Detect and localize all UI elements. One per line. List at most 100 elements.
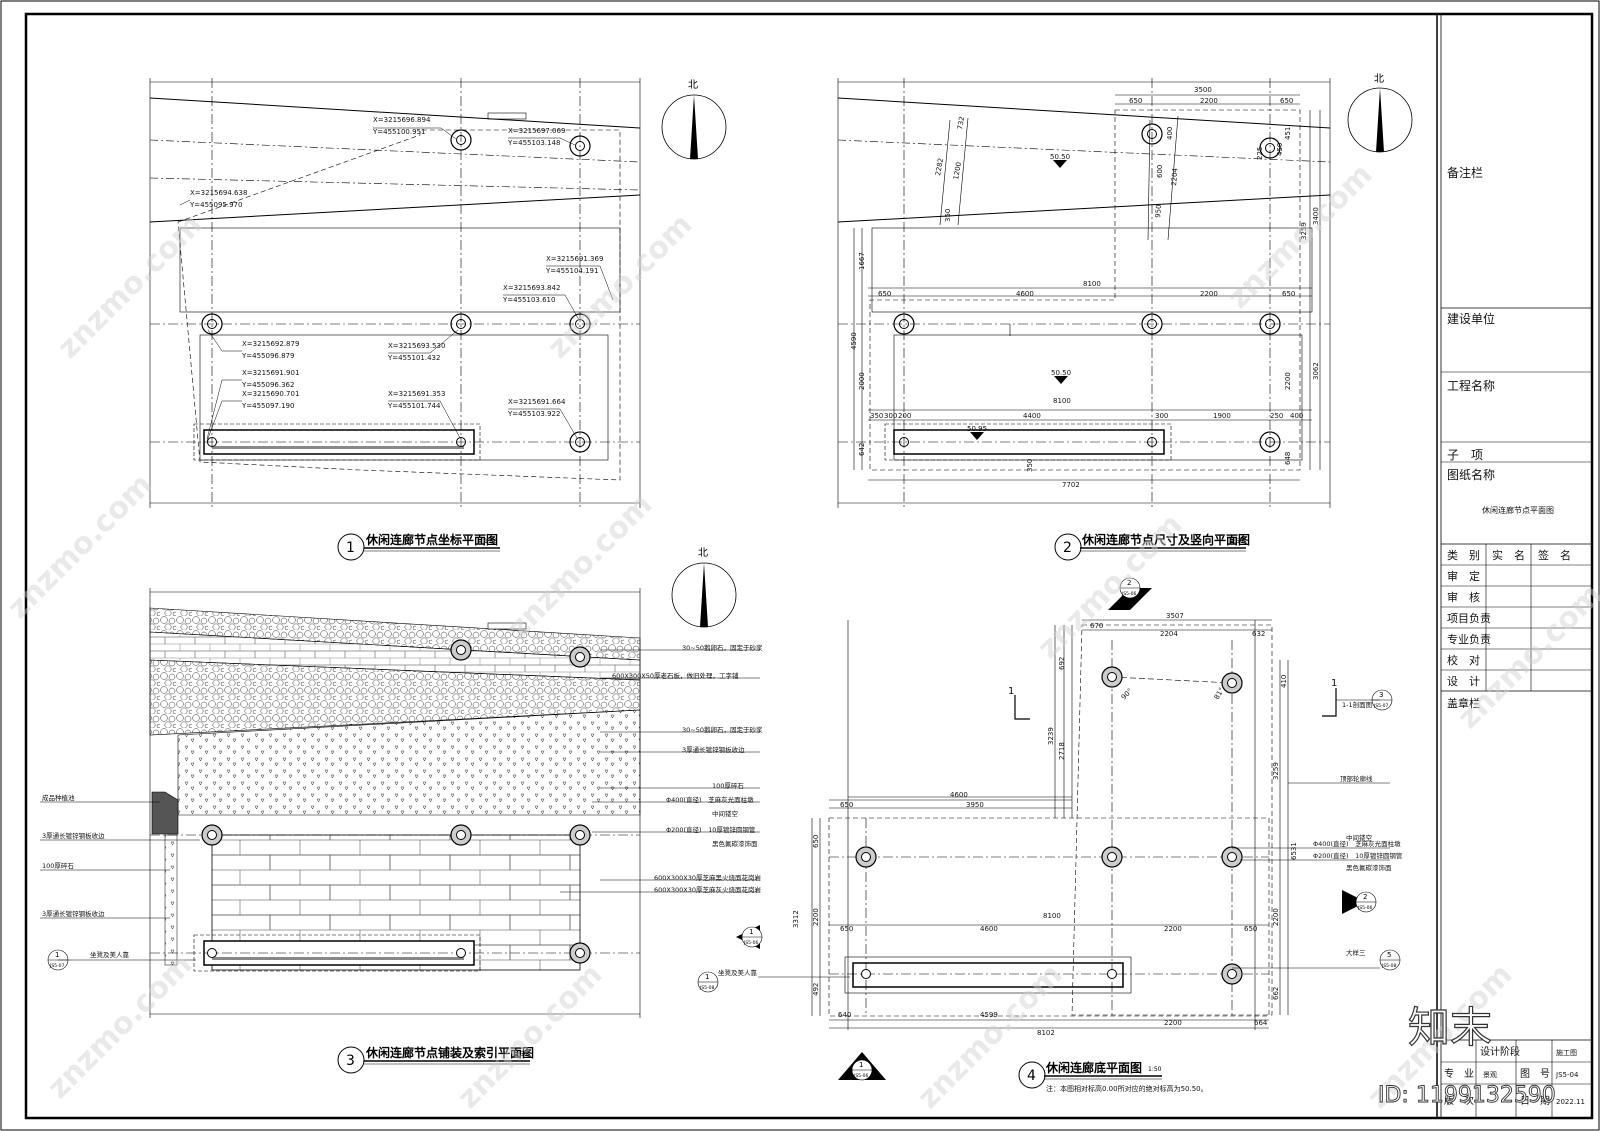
dim2-diag-c: 1200 xyxy=(952,161,963,180)
sub-item-label: 子 项 xyxy=(1447,448,1483,462)
dim2-left-c: 4590 xyxy=(850,332,858,350)
project-name-label: 工程名称 xyxy=(1447,378,1495,393)
label3-l1: 3厚通长镀锌钢板收边 xyxy=(42,831,105,840)
dim4-top-total: 3507 xyxy=(1166,612,1184,620)
view-title-3: 3 休闲连廊节点铺装及索引平面图 1:50 xyxy=(337,1045,534,1074)
view-3-paving-plan: 30~50鹅卵石，固定于砂浆 600X300X50厚老石板，做旧处理，工字铺 3… xyxy=(40,588,763,1018)
index-1-bottom: 1 JS5-06 xyxy=(838,1052,886,1081)
view-3-scale: 1:50 xyxy=(514,1051,528,1058)
view-4-title: 休闲连廊底平面图 xyxy=(1045,1060,1142,1075)
sign-row-1: 审 核 xyxy=(1447,590,1480,604)
view-4-num: 4 xyxy=(1027,1068,1036,1084)
dim2-right-e: 648 xyxy=(1284,452,1292,465)
dim4-left-a: 3312 xyxy=(792,910,800,928)
section-mark-left: 1 xyxy=(1008,686,1014,697)
dim2-right-g: 450 xyxy=(1276,143,1284,156)
index-1-1-ref: JS5-07 xyxy=(1373,703,1389,709)
index3-num: 1 xyxy=(55,951,59,959)
index-1-1-num: 3 xyxy=(1379,691,1383,699)
dim2-left-a: 1667 xyxy=(858,252,866,270)
label4-6: 大样三 xyxy=(1346,948,1366,957)
dim2-diag-d: 950 xyxy=(1154,204,1163,218)
version-label: 版 次 xyxy=(1444,1094,1474,1107)
dim2-left-b: 2000 xyxy=(858,372,866,390)
planter-shape xyxy=(151,791,179,835)
stage-value: 施工图 xyxy=(1556,1048,1577,1057)
dim2-bottom: 7702 xyxy=(1062,481,1080,489)
dim4-bottom-c: 2200 xyxy=(1164,1019,1182,1027)
dim2-top-c: 650 xyxy=(1280,97,1293,105)
drawing-name-value: 休闲连廊节点平面图 xyxy=(1482,505,1554,515)
view-4-base-plan: 3507 670 2204 632 4600 650 3950 8100 650… xyxy=(697,577,1403,1093)
label3-r8: 黑色氟碳漆饰面 xyxy=(712,839,758,848)
coord-8-y: Y=455096.362 xyxy=(241,381,294,389)
dim2-left-e: 350 xyxy=(944,209,952,222)
dim2-top-a: 650 xyxy=(1129,97,1142,105)
dim2-row1-d: 650 xyxy=(1282,290,1295,298)
dim4-row-b: 4600 xyxy=(980,925,998,933)
index-1-bottom-ref: JS5-06 xyxy=(853,1073,869,1079)
sign-row-3: 专业负责 xyxy=(1447,632,1491,646)
coord-4-y: Y=455104.191 xyxy=(545,267,598,275)
watermark-4: znzmo.com xyxy=(1,467,160,626)
title-block-text: 备注栏 建设单位 工程名称 子 项 图纸名称 休闲连廊节点平面图 类 别 实 名… xyxy=(1444,165,1585,1107)
dim2-row2-d: 4400 xyxy=(1023,412,1041,420)
coord-10-x: X=3215691.353 xyxy=(388,390,445,398)
date-label: 日 期 xyxy=(1520,1095,1550,1107)
index-seat: 1 JS5-08 xyxy=(697,971,719,993)
note-4: 注：本图相对标高0.00所对应的绝对标高为50.50。 xyxy=(1046,1084,1208,1093)
view-2-scale: 1:50 xyxy=(1230,538,1244,545)
index3-ref: JS5-07 xyxy=(49,963,65,969)
dim4-bottom-d: 664 xyxy=(1254,1019,1268,1027)
dim2-row2-h: 400 xyxy=(1290,412,1303,420)
index-2-right: 2 JS5-06 xyxy=(1342,890,1377,914)
index-1-bottom-num: 1 xyxy=(859,1061,863,1069)
dim2-diag-a: 2282 xyxy=(934,157,945,176)
coord-10-y: Y=455101.744 xyxy=(387,402,441,410)
dim2-right-c: 2200 xyxy=(1284,372,1292,390)
label3-l0: 成品种植池 xyxy=(42,793,75,802)
dim4-bottom-b: 4599 xyxy=(980,1011,998,1019)
major-label: 专 业 xyxy=(1444,1067,1474,1080)
dim4-bottom-total: 8102 xyxy=(1037,1029,1055,1037)
dim2-right-a: 3259 xyxy=(1300,222,1308,240)
title-block xyxy=(1436,14,1592,1118)
stamp-label: 盖章栏 xyxy=(1447,696,1480,710)
id-text: ID: 1199132590 xyxy=(1378,1083,1556,1108)
coord-3-x: X=3215694.638 xyxy=(190,189,247,197)
dim4-left-e: 3239 xyxy=(1047,727,1055,745)
dim4-top-a: 670 xyxy=(1090,622,1103,630)
dim4-mid-b: 3950 xyxy=(966,801,984,809)
coord-3-y: Y=455095.970 xyxy=(189,201,242,209)
coord-7-y: Y=455101.432 xyxy=(387,354,440,362)
view-2-num: 2 xyxy=(1063,540,1072,556)
index-5: 5 JS5-08 xyxy=(1379,949,1401,971)
label3-r7: Φ200(直径) 10厚镀锌圆钢管 xyxy=(666,825,756,834)
index-2-top: 2 JS5-06 xyxy=(1108,577,1152,610)
index-seat-ref: JS5-08 xyxy=(699,985,715,991)
coord-6-x: X=3215692.879 xyxy=(242,340,299,348)
dim2-right-d: 3062 xyxy=(1312,362,1320,380)
dim2-row2-e: 300 xyxy=(1155,412,1168,420)
coord-8-x: X=3215691.901 xyxy=(242,369,299,377)
dim2-top-b: 2200 xyxy=(1200,97,1218,105)
label4-7: 坐凳及美人靠 xyxy=(718,968,758,977)
coord-5-x: X=3215693.842 xyxy=(503,284,560,292)
dim4-left-d: 492 xyxy=(812,983,820,996)
coord-7-x: X=3215693.530 xyxy=(388,342,445,350)
dim4-right-b: 3259 xyxy=(1272,762,1280,780)
sign-row-4: 校 对 xyxy=(1447,653,1480,667)
dim2-right-h: 600 xyxy=(1156,165,1164,178)
dim2-right-f: 451 xyxy=(1284,127,1292,140)
dim2-row2-total: 8100 xyxy=(1053,397,1071,405)
sign-header-2: 签 名 xyxy=(1538,548,1571,562)
dim4-row-a: 650 xyxy=(840,925,853,933)
inner-border xyxy=(24,12,1594,1120)
elev-2-c: 50.95 xyxy=(967,425,987,433)
coord-1-y: Y=455100.951 xyxy=(372,128,425,136)
view-1-coordinate-plan: X=3215696.894 Y=455100.951 X=3215697.069… xyxy=(149,78,641,508)
drawing-name-label: 图纸名称 xyxy=(1447,467,1495,482)
north-arrow-2: 北 xyxy=(1347,73,1413,153)
index-2-right-ref: JS5-06 xyxy=(1357,905,1373,911)
